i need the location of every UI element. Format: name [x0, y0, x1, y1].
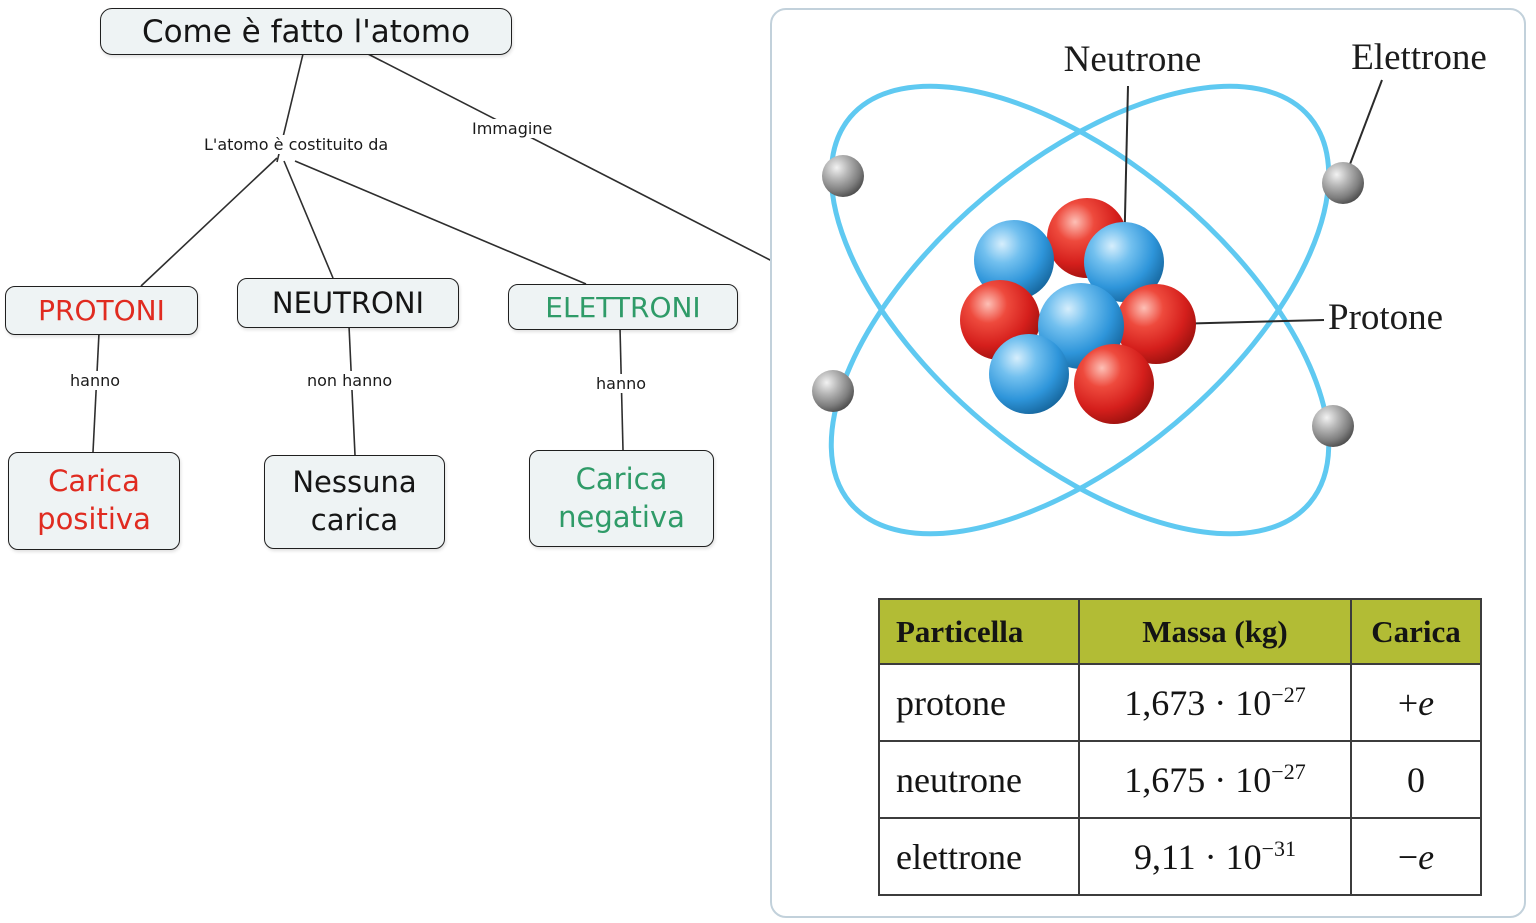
nucleus: [960, 198, 1196, 424]
protone-label: Protone: [1328, 297, 1444, 338]
protone-pointer-line: [1171, 319, 1325, 325]
connector-root-to-image-panel: [367, 53, 773, 262]
neutrone-label: Neutrone: [1063, 39, 1202, 80]
cell-particle-name: neutrone: [878, 740, 1080, 819]
cell-charge: −e: [1350, 817, 1482, 896]
table-row-neutrone: neutrone 1,675 · 10−27 0: [878, 740, 1482, 819]
neutron-sphere: [1084, 222, 1164, 302]
node-carica-positiva: Carica positiva: [8, 452, 180, 550]
charge-sign: 0: [1407, 759, 1425, 800]
particle-table-header-row: Particella Massa (kg) Carica: [878, 598, 1482, 665]
orbit-ellipse-1: [828, 83, 1332, 537]
cell-charge: 0: [1350, 740, 1482, 819]
header-carica: Carica: [1350, 598, 1482, 665]
node-elettroni: ELETTRONI: [508, 284, 738, 330]
mass-exponent: −31: [1261, 835, 1297, 861]
connector-neutroni-to-nessuna-carica: [348, 325, 356, 456]
header-massa: Massa (kg): [1078, 598, 1352, 665]
proton-sphere: [1116, 284, 1196, 364]
node-root-title: Come è fatto l'atomo: [100, 8, 512, 55]
mass-exponent: −27: [1271, 758, 1306, 784]
charge-sign: −: [1397, 836, 1419, 877]
cell-mass: 1,675 · 10−27: [1078, 740, 1352, 819]
node-carica-negativa: Carica negativa: [529, 450, 714, 547]
electron-sphere: [1322, 162, 1364, 204]
connector-costituito-to-protoni: [140, 157, 278, 287]
link-label-costituito: L'atomo è costituito da: [200, 135, 393, 154]
orbit-ellipse-2: [828, 83, 1332, 537]
charge-sign: +: [1397, 682, 1419, 723]
atom-image-panel: Neutrone Elettrone Protone Particella Ma…: [770, 8, 1526, 918]
cell-particle-name: protone: [878, 663, 1080, 742]
mass-base: 1,673 · 10: [1124, 682, 1272, 723]
proton-sphere: [1074, 344, 1154, 424]
cell-mass: 9,11 · 10−31: [1078, 817, 1352, 896]
table-row-elettrone: elettrone 9,11 · 10−31 −e: [878, 817, 1482, 896]
connector-protoni-to-carica-positiva: [92, 332, 100, 453]
elettrone-label: Elettrone: [1351, 37, 1487, 78]
link-label-hanno-elettroni: hanno: [592, 374, 651, 393]
particle-table: Particella Massa (kg) Carica protone 1,6…: [878, 598, 1482, 896]
link-label-immagine: Immagine: [468, 119, 557, 138]
mass-base: 9,11 · 10: [1133, 836, 1262, 877]
node-protoni: PROTONI: [5, 286, 198, 335]
link-label-non-hanno: non hanno: [303, 371, 397, 390]
node-nessuna-carica: Nessuna carica: [264, 455, 445, 549]
cell-particle-name: elettrone: [878, 817, 1080, 896]
cell-charge: +e: [1350, 663, 1482, 742]
connector-costituito-to-neutroni: [283, 160, 334, 279]
electron-sphere: [812, 370, 854, 412]
electron-sphere: [822, 155, 864, 197]
charge-symbol: e: [1418, 682, 1435, 723]
atom-illustration: [812, 79, 1383, 537]
node-neutroni: NEUTRONI: [237, 278, 459, 328]
electrons: [812, 155, 1364, 447]
neutron-sphere: [989, 334, 1069, 414]
header-particella: Particella: [878, 598, 1080, 665]
cell-mass: 1,673 · 10−27: [1078, 663, 1352, 742]
link-label-hanno-protoni: hanno: [66, 371, 125, 390]
connector-costituito-to-elettroni: [294, 160, 587, 285]
electron-sphere: [1312, 405, 1354, 447]
table-row-protone: protone 1,673 · 10−27 +e: [878, 663, 1482, 742]
charge-symbol: e: [1418, 836, 1435, 877]
neutron-sphere: [974, 220, 1054, 300]
mass-base: 1,675 · 10: [1124, 759, 1272, 800]
mass-exponent: −27: [1271, 681, 1306, 707]
